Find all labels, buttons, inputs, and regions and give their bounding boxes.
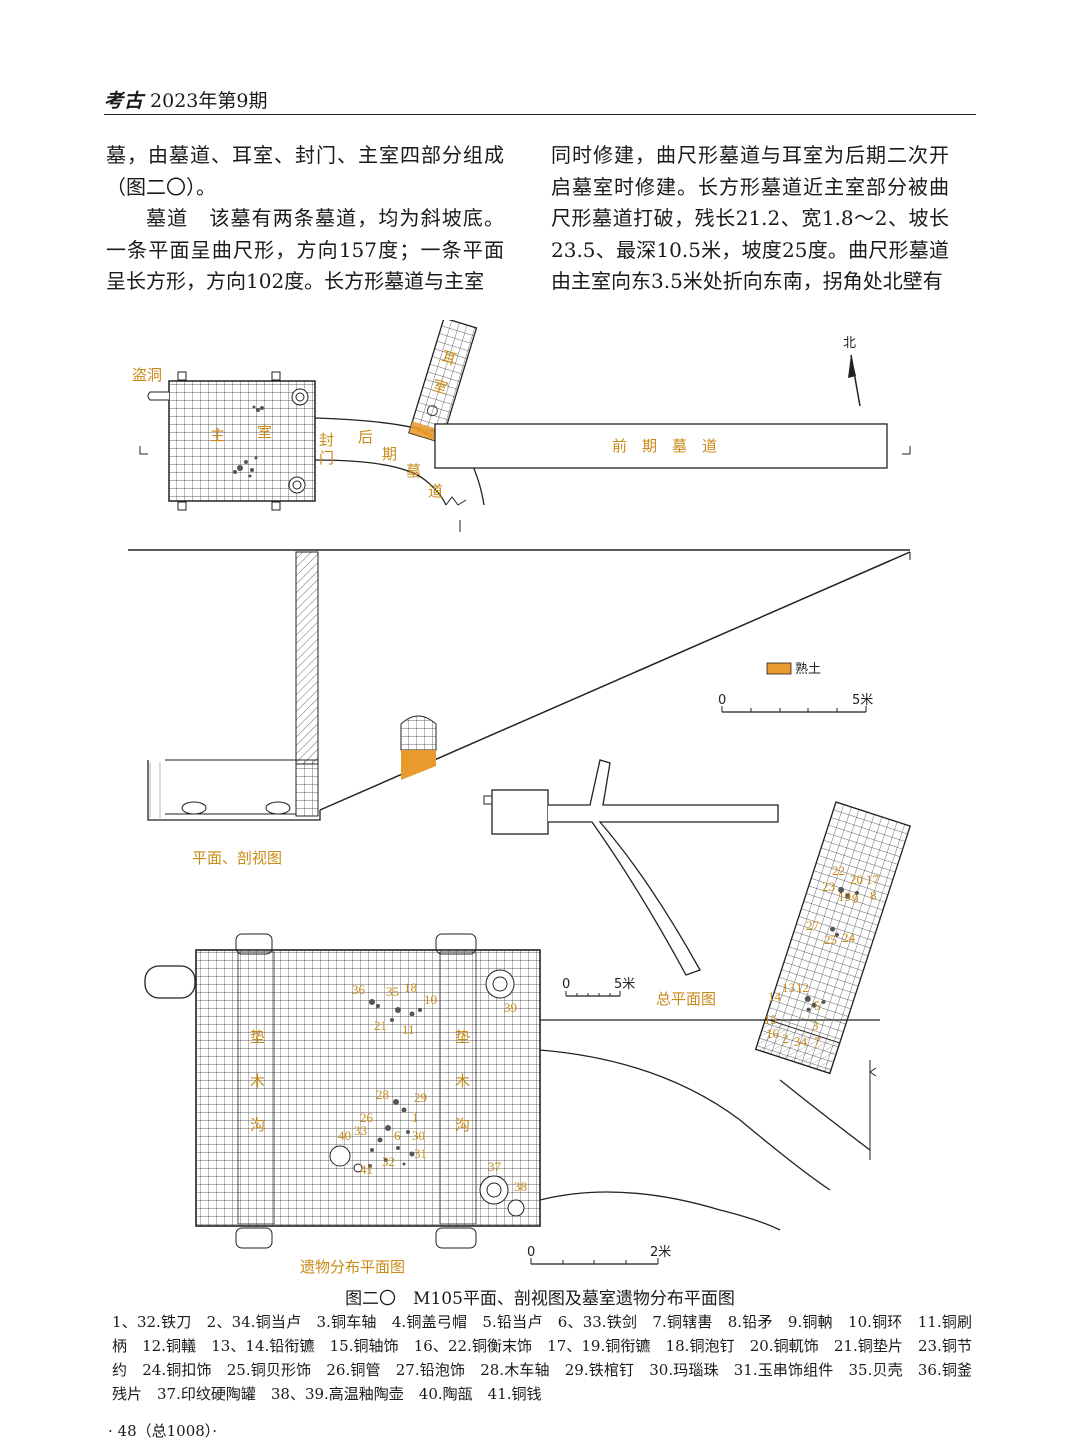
- legend-swatch-label: 熟土: [795, 661, 821, 677]
- find-number: 5: [814, 998, 821, 1013]
- find-number: 18: [404, 980, 417, 995]
- find-number: 9: [852, 891, 859, 906]
- find-number: 1: [412, 1110, 419, 1125]
- looting-hole-label: 盗洞: [132, 366, 162, 384]
- find-number: 24: [842, 930, 856, 945]
- looting-hole: [147, 391, 169, 401]
- wood-groove-label: 木: [455, 1072, 470, 1090]
- find-number: 30: [412, 1128, 425, 1143]
- distribution-title: 遗物分布平面图: [300, 1258, 405, 1276]
- later-passage-label: 期: [382, 445, 397, 463]
- body-column-right: 同时修建，曲尺形墓道与耳室为后期二次开启墓室时修建。长方形墓道近主室部分被曲尺形…: [551, 140, 949, 298]
- main-chamber-floor: [195, 949, 541, 1227]
- later-passage-label: 后: [358, 428, 373, 446]
- body-column-left: 墓，由墓道、耳室、封门、主室四部分组成（图二〇）。 墓道 该墓有两条墓道，均为斜…: [106, 140, 504, 298]
- figure: 北 盗洞 主 室 封 门 后 期 墓 道: [128, 320, 912, 1276]
- scale-bar-a: 0 5米: [718, 693, 873, 713]
- early-passage-plan: [434, 423, 888, 469]
- find-number: 14: [768, 989, 782, 1004]
- section-title: 平面、剖视图: [192, 849, 282, 867]
- find-number: 34: [794, 1034, 808, 1049]
- find-number: 36: [352, 982, 366, 997]
- early-passage-label: 前 期 墓 道: [612, 437, 717, 455]
- find-number: 16: [766, 1026, 780, 1041]
- find-number: 7: [814, 1034, 821, 1049]
- issue-label: 2023年第9期: [150, 90, 268, 112]
- find-number: 39: [504, 1000, 517, 1015]
- wood-groove-label: 沟: [455, 1116, 470, 1134]
- scale-bar-c: 0 2米: [527, 1245, 671, 1265]
- find-number: 13: [782, 980, 795, 995]
- find-number: 32: [382, 1154, 395, 1169]
- find-number: 29: [414, 1090, 427, 1105]
- scale-zero: 0: [562, 977, 570, 992]
- find-number: 28: [376, 1087, 389, 1102]
- find-number: 21: [374, 1018, 387, 1033]
- later-passage-label: 墓: [406, 462, 421, 480]
- overview-plan: 0 5米 总平面图: [483, 759, 779, 1008]
- find-number: 26: [360, 1110, 374, 1125]
- paragraph: 墓道 该墓有两条墓道，均为斜坡底。一条平面呈曲尺形，方向157度；一条平面呈长方…: [106, 206, 504, 293]
- figure-caption: 图二〇 M105平面、剖视图及墓室遗物分布平面图: [345, 1289, 735, 1309]
- ear-chamber-plan: 耳 室: [408, 320, 478, 444]
- page-folio: · 48（总1008）·: [108, 1422, 218, 1440]
- later-passage-label: 道: [428, 482, 443, 500]
- find-number: 20: [850, 872, 863, 887]
- main-chamber-label: 室: [257, 423, 272, 441]
- ear-chamber-label: 室: [430, 376, 450, 398]
- wood-groove-label: 木: [250, 1072, 265, 1090]
- overview-title: 总平面图: [656, 990, 716, 1008]
- find-number: 37: [488, 1159, 502, 1174]
- main-chamber-label: 主: [210, 426, 225, 444]
- find-number: 40: [338, 1128, 351, 1143]
- find-number: 23: [822, 879, 835, 894]
- find-number: 17: [866, 872, 880, 887]
- wood-groove-label: 垫: [455, 1028, 470, 1046]
- find-number: 35: [386, 984, 399, 999]
- find-number: 25: [824, 932, 837, 947]
- distribution-plan: 36 35 18 10 21 11 39 28 29 26 1 40 33 6 …: [144, 801, 912, 1276]
- section-view: 熟土 0 5米 平面、剖视图: [128, 549, 911, 867]
- ear-chamber-section: [400, 715, 437, 780]
- scale-end: 5米: [614, 977, 635, 992]
- find-number: 3: [812, 1018, 819, 1033]
- paragraph: 墓，由墓道、耳室、封门、主室四部分组成（图二〇）。: [106, 143, 504, 199]
- ear-chamber-floor: [754, 801, 912, 1075]
- scale-zero: 0: [718, 693, 726, 708]
- figure-legend: 1、32.铁刀 2、34.铜当卢 3.铜车轴 4.铜盖弓帽 5.铅当卢 6、33…: [112, 1313, 972, 1403]
- plan-view: 北 盗洞 主 室 封 门 后 期 墓 道: [132, 320, 911, 532]
- find-number: 12: [796, 980, 809, 995]
- find-number: 6: [394, 1128, 401, 1143]
- scale-end: 2米: [650, 1245, 671, 1260]
- find-number: 8: [870, 888, 877, 903]
- find-number: 22: [832, 863, 845, 878]
- wood-groove-label: 沟: [250, 1116, 265, 1134]
- scale-end: 5米: [852, 693, 873, 708]
- seal-label: 门: [319, 449, 334, 467]
- scale-zero: 0: [527, 1245, 535, 1260]
- wood-groove-label: 垫: [250, 1028, 265, 1046]
- find-number: 11: [402, 1022, 415, 1037]
- seal-label: 封: [319, 431, 334, 449]
- find-number: 19: [838, 889, 851, 904]
- north-label: 北: [843, 336, 856, 351]
- legend-swatch: [766, 662, 792, 675]
- scale-bar-b: 0 5米: [562, 977, 635, 997]
- north-arrow-head: [848, 355, 856, 378]
- header-rule: [104, 114, 976, 115]
- find-number: 41: [360, 1162, 373, 1177]
- find-number: 33: [354, 1123, 367, 1138]
- find-number: 2: [782, 1031, 789, 1046]
- paragraph: 同时修建，曲尺形墓道与耳室为后期二次开启墓室时修建。长方形墓道近主室部分被曲尺形…: [551, 143, 949, 293]
- find-number: 10: [424, 992, 437, 1007]
- find-number: 27: [806, 918, 820, 933]
- ear-chamber-label: 耳: [439, 347, 459, 369]
- find-number: 38: [514, 1179, 527, 1194]
- journal-logo: 考古: [104, 90, 145, 112]
- find-number: 31: [414, 1146, 427, 1161]
- find-number: 15: [764, 1012, 777, 1027]
